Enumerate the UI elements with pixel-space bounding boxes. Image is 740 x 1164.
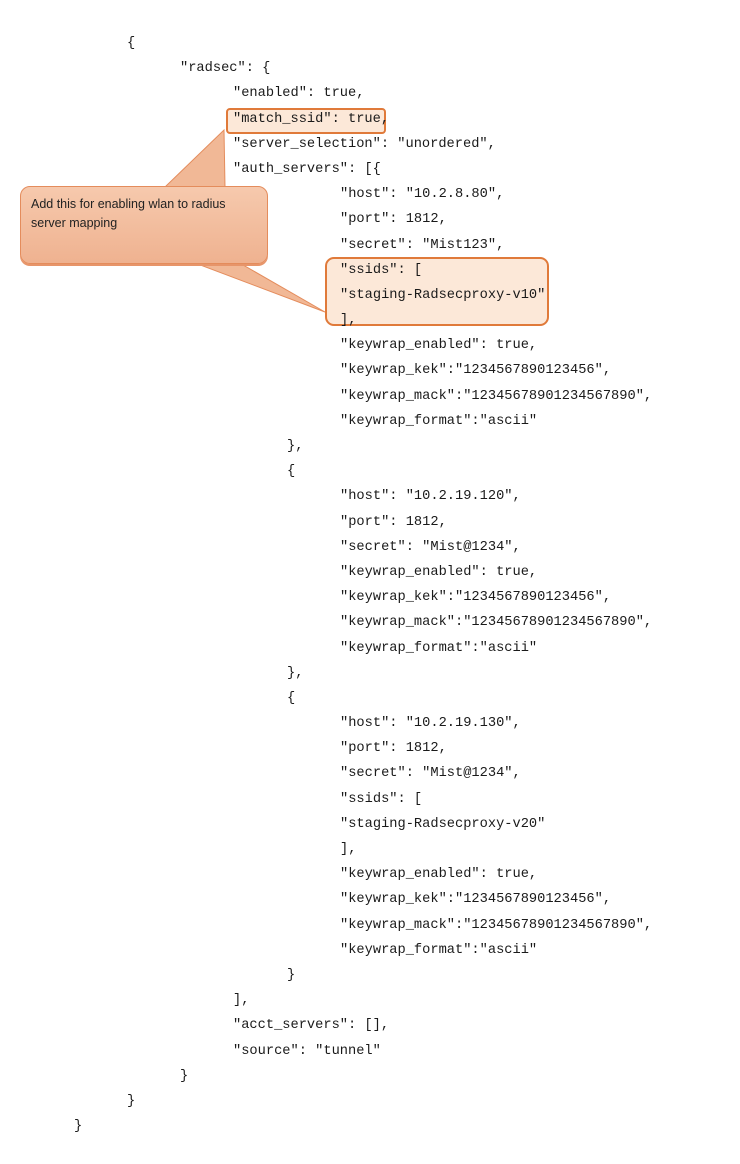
code-line: { [287, 464, 296, 480]
code-line: "port": 1812, [340, 212, 447, 228]
code-line: "enabled": true, [233, 86, 365, 102]
code-line: "keywrap_enabled": true, [340, 564, 538, 580]
code-line: "staging-Radsecproxy-v20" [340, 816, 546, 832]
code-line: { [127, 36, 136, 51]
match-ssid-highlight [226, 108, 386, 134]
annotation-callout: Add this for enabling wlan to radius ser… [20, 186, 268, 264]
code-line: "radsec": { [180, 61, 271, 77]
code-line: "port": 1812, [340, 514, 447, 530]
code-line: "secret": "Mist@1234", [340, 539, 521, 555]
code-line: "source": "tunnel" [233, 1043, 381, 1059]
code-line: "keywrap_mack":"12345678901234567890", [340, 917, 653, 933]
code-line: "keywrap_kek":"1234567890123456", [340, 363, 612, 379]
code-line: }, [287, 665, 304, 681]
code-line: "ssids": [ [340, 791, 423, 807]
code-line: "staging-Radsecproxy-v10" [340, 287, 546, 303]
code-line: "keywrap_mack":"12345678901234567890", [340, 615, 653, 631]
code-line: ], [340, 842, 357, 857]
code-line: }, [287, 439, 304, 454]
code-line: "keywrap_format":"ascii" [340, 640, 538, 656]
code-line: "keywrap_kek":"1234567890123456", [340, 590, 612, 606]
json-code-block: { "radsec": { "enabled": true, "match_ssid"… [0, 31, 652, 1139]
code-line: "keywrap_enabled": true, [340, 867, 538, 883]
callout-pointer-match-ssid [163, 128, 226, 188]
code-line: "acct_servers": [], [233, 1018, 390, 1034]
code-line: } [180, 1068, 189, 1084]
ssids-highlight [325, 257, 549, 326]
code-line: "auth_servers": [{ [233, 161, 381, 177]
code-line: "match_ssid": true, [233, 111, 390, 127]
code-line: ], [233, 993, 250, 1009]
code-line: "port": 1812, [340, 741, 447, 757]
code-line: "secret": "Mist123", [340, 237, 505, 253]
code-line: "ssids": [ [340, 262, 423, 278]
code-line: "host": "10.2.8.80", [340, 187, 505, 203]
code-line: "keywrap_mack":"12345678901234567890", [340, 388, 653, 404]
code-line: "secret": "Mist@1234", [340, 766, 521, 782]
code-line: { [287, 690, 296, 706]
code-line: "host": "10.2.19.120", [340, 489, 521, 505]
code-line: } [127, 1093, 136, 1109]
code-line: "server_selection": "unordered", [233, 136, 496, 152]
code-line: "keywrap_format":"ascii" [340, 942, 538, 958]
code-line: "host": "10.2.19.130", [340, 716, 521, 732]
code-line: "keywrap_kek":"1234567890123456", [340, 892, 612, 908]
code-line: ], [340, 313, 357, 329]
code-line: "keywrap_enabled": true, [340, 338, 538, 354]
code-line: } [287, 967, 296, 983]
code-line: "keywrap_format":"ascii" [340, 413, 538, 429]
code-line: } [74, 1119, 83, 1135]
